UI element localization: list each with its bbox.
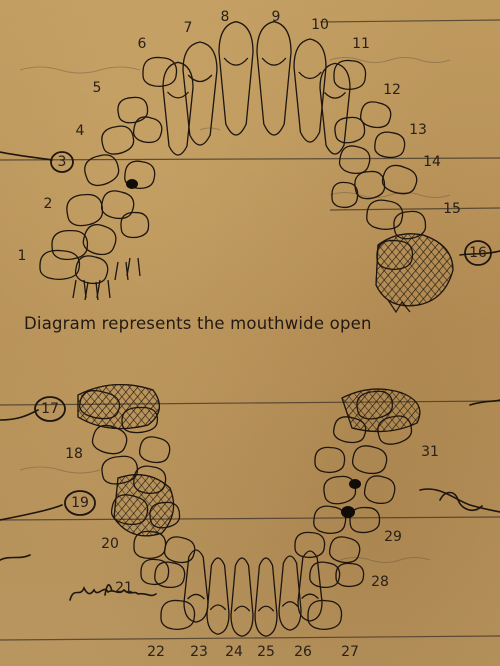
upper-tooth-number-12: 12 xyxy=(383,83,401,97)
root-line xyxy=(115,262,128,280)
hatched-region-lower-right xyxy=(342,389,420,432)
upper-tooth-number-4: 4 xyxy=(76,124,85,138)
root-line xyxy=(97,280,110,298)
diagram-caption: Diagram represents the mouthwide open xyxy=(24,314,484,333)
lower-tooth-number-26: 26 xyxy=(294,645,312,659)
lower-tooth-number-17: 17 xyxy=(41,402,59,416)
upper-left-tooth xyxy=(81,151,122,190)
upper-tooth-number-11: 11 xyxy=(352,37,370,51)
lower-right-tooth xyxy=(351,444,389,476)
upper-tooth-number-9: 9 xyxy=(272,10,281,24)
upper-left-tooth xyxy=(99,123,136,157)
lower-right-tooth xyxy=(322,474,358,506)
upper-tooth-number-15: 15 xyxy=(443,202,461,216)
hatched-region-lower-left xyxy=(114,475,174,536)
lower-right-tooth xyxy=(363,474,397,506)
root-line xyxy=(73,280,86,298)
upper-front-tooth xyxy=(219,22,253,135)
lower-left-tooth xyxy=(138,435,171,465)
lower-front-tooth xyxy=(255,558,277,636)
upper-tooth-number-3: 3 xyxy=(58,155,67,169)
lower-front-tooth xyxy=(279,556,301,630)
lower-tooth-number-29: 29 xyxy=(384,530,402,544)
lower-front-tooth xyxy=(207,558,229,634)
upper-tooth-number-10: 10 xyxy=(311,18,329,32)
upper-tooth-number-14: 14 xyxy=(423,155,441,169)
lower-left-tooth xyxy=(161,600,195,629)
upper-left-tooth xyxy=(74,254,110,286)
upper-tooth-number-13: 13 xyxy=(409,123,427,137)
upper-tooth-number-8: 8 xyxy=(221,10,230,24)
lower-right-tooth xyxy=(328,535,361,565)
extracted-tooth-16 xyxy=(376,234,453,312)
lower-right-tooth xyxy=(313,505,347,535)
upper-front-tooth xyxy=(257,22,291,135)
upper-tooth-number-2: 2 xyxy=(44,197,53,211)
root-line xyxy=(127,258,140,276)
lower-tooth-number-24: 24 xyxy=(225,645,243,659)
lower-tooth-number-20: 20 xyxy=(101,537,119,551)
lower-tooth-number-19: 19 xyxy=(71,496,89,510)
upper-right-tooth xyxy=(380,162,419,197)
upper-left-tooth xyxy=(40,250,79,279)
upper-left-tooth xyxy=(81,222,119,258)
lower-tooth-number-21: 21 xyxy=(115,581,133,595)
upper-left-tooth xyxy=(120,211,150,238)
lower-right-tooth xyxy=(295,532,325,557)
extracted-tooth-17 xyxy=(78,385,159,429)
lower-tooth-number-25: 25 xyxy=(257,645,275,659)
upper-arch xyxy=(40,22,428,300)
upper-tooth-number-7: 7 xyxy=(184,21,193,35)
lower-tooth-number-27: 27 xyxy=(341,645,359,659)
lower-right-tooth xyxy=(315,447,345,472)
lower-tooth-number-31: 31 xyxy=(421,445,439,459)
root-line xyxy=(85,282,98,300)
lower-tooth-number-22: 22 xyxy=(147,645,165,659)
upper-tooth-number-1: 1 xyxy=(18,249,27,263)
lower-tooth-number-18: 18 xyxy=(65,447,83,461)
upper-right-tooth xyxy=(332,182,358,207)
upper-right-tooth xyxy=(334,60,366,89)
upper-right-tooth xyxy=(338,144,372,176)
lower-front-tooth xyxy=(231,558,253,636)
lower-right-tooth xyxy=(308,600,342,629)
lower-tooth-number-23: 23 xyxy=(190,645,208,659)
upper-left-tooth xyxy=(65,192,105,228)
upper-right-tooth xyxy=(374,131,406,158)
lower-left-tooth xyxy=(141,559,169,584)
upper-left-tooth xyxy=(143,57,177,86)
upper-tooth-number-5: 5 xyxy=(93,81,102,95)
upper-tooth-number-16: 16 xyxy=(469,246,487,260)
upper-tooth-number-6: 6 xyxy=(138,37,147,51)
lower-right-tooth xyxy=(336,563,364,586)
lower-tooth-number-28: 28 xyxy=(371,575,389,589)
